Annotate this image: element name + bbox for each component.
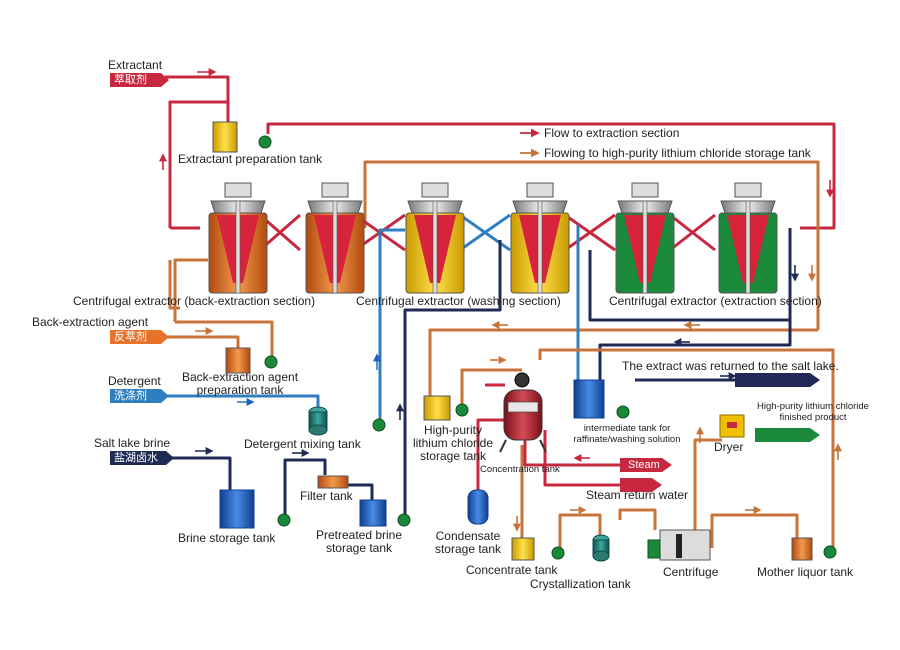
extractant-pump: [258, 135, 272, 149]
legend-flow-extraction: Flow to extraction section: [544, 126, 680, 140]
extractor-3: [405, 182, 465, 294]
extractor-4: [510, 182, 570, 294]
detergent-up-pipe: [378, 228, 405, 425]
dryer-label: Dryer: [714, 440, 744, 454]
extractant-label: Extractant: [108, 58, 163, 72]
licl-tank-label: High-purity lithium chloride storage tan…: [412, 423, 494, 463]
pretreated-brine-tank: [359, 499, 411, 527]
steam-return-arrow: [620, 478, 662, 492]
detergent-mixing-tank: [308, 406, 386, 436]
licl-to-conc-pipe: [460, 368, 522, 410]
crystallization-tank: [592, 534, 610, 562]
back-tank-label: Back-extraction agent preparation tank: [181, 370, 299, 397]
steam-pipe: [523, 440, 620, 467]
licl-storage-tank: [423, 395, 469, 421]
extractor-5: [615, 182, 675, 294]
section-back-extraction: Centrifugal extractor (back-extraction s…: [73, 294, 316, 308]
extractant-preparation-tank: [212, 121, 238, 153]
legend-flow-licl: Flowing to high-purity lithium chloride …: [544, 146, 811, 160]
concentrate-tank: [511, 537, 565, 561]
filter-tank-label: Filter tank: [300, 489, 353, 503]
steam-label: Steam: [628, 459, 660, 471]
back-extraction-agent-label: Back-extraction agent: [32, 315, 149, 329]
cryst-to-centrifuge-pipe: [618, 508, 657, 530]
crystallization-tank-label: Crystallization tank: [530, 577, 631, 591]
extractor-2: [305, 182, 365, 294]
filter-tank: [317, 475, 349, 489]
extractant-tank-label: Extractant preparation tank: [178, 152, 323, 166]
returned-arrow: [735, 373, 820, 387]
centrifuge-label: Centrifuge: [663, 565, 719, 579]
pipes: [165, 75, 836, 555]
pretreated-up-pipe: [403, 240, 502, 520]
steam-arrow: [620, 458, 672, 472]
back-agent-pipe: [165, 335, 240, 350]
centrifuge-to-mother-pipe: [710, 513, 799, 548]
back-extraction-cn-tag: 反萃剂: [110, 330, 169, 344]
extractant-cn-tag: 萃取剂: [110, 73, 169, 87]
raffinate-pipe: [598, 228, 792, 380]
licl-feed-pipe: [168, 260, 180, 310]
condensate-tank: [467, 489, 489, 525]
concentration-tank: [499, 372, 547, 453]
flow-arrows: [159, 68, 842, 532]
detergent-cn-tag: 洗涤剂: [110, 389, 169, 403]
dryer: [719, 414, 745, 438]
filter-to-pretreated-pipe: [340, 483, 374, 500]
licl-row-pipe: [428, 328, 818, 398]
brine-cn-tag: 盐湖卤水: [110, 451, 174, 465]
detergent-pipe: [165, 394, 320, 408]
legend-arrows: [520, 128, 540, 158]
concentrate-tank-label: Concentrate tank: [466, 563, 558, 577]
zigzag-wash-to-ext: [564, 213, 616, 252]
condensate-tank-label: Condensate storage tank: [434, 529, 502, 556]
detergent-label: Detergent: [108, 374, 161, 388]
extractant-pipe: [165, 75, 230, 122]
concentrate-to-cryst-pipe: [558, 513, 602, 553]
finished-product-label: High-purity lithium chloride finished pr…: [757, 401, 869, 423]
condensate-pipe: [476, 418, 505, 490]
brine-to-filter-pipe: [283, 458, 327, 520]
section-washing: Centrifugal extractor (washing section): [356, 294, 561, 308]
section-extraction: Centrifugal extractor (extraction sectio…: [609, 294, 822, 308]
zigzag-wash: [459, 213, 511, 252]
brine-pipe: [170, 456, 232, 490]
extractant-main-pipe: [266, 122, 836, 230]
intermediate-tank-label: intermediate tank for raffinate/washing …: [573, 423, 681, 445]
detergent-tank-label: Detergent mixing tank: [244, 437, 361, 451]
extractor-6: [718, 182, 778, 294]
concentration-tank-label: Concentration tank: [480, 464, 560, 475]
mother-liquor-tank-label: Mother liquor tank: [757, 565, 854, 579]
mother-return-pipe: [538, 348, 835, 555]
returned-to-salt-lake-label: The extract was returned to the salt lak…: [622, 359, 839, 373]
extractor-1: [208, 182, 268, 294]
zigzag-ext: [669, 213, 716, 252]
centrifuge: [647, 529, 711, 561]
extraction-in-pipe: [588, 250, 790, 322]
pretreated-tank-label: Pretreated brine storage tank: [315, 528, 403, 555]
centrifuge-to-dryer-pipe: [693, 438, 722, 530]
brine-tank-label: Brine storage tank: [178, 531, 276, 545]
steam-return-label: Steam return water: [586, 488, 689, 502]
salt-lake-brine-label: Salt lake brine: [94, 436, 171, 450]
mother-liquor-tank: [791, 537, 837, 561]
extractant-return-pipe: [168, 100, 228, 228]
brine-storage-tank: [219, 489, 291, 529]
back-to-row-pipe: [173, 258, 208, 322]
finished-product-arrow: [755, 428, 820, 442]
back-prep-pipe: [175, 320, 274, 362]
licl-top-pipe: [363, 160, 820, 330]
back-extraction-agent-tank: [225, 347, 278, 374]
intermediate-tank: [573, 379, 630, 419]
